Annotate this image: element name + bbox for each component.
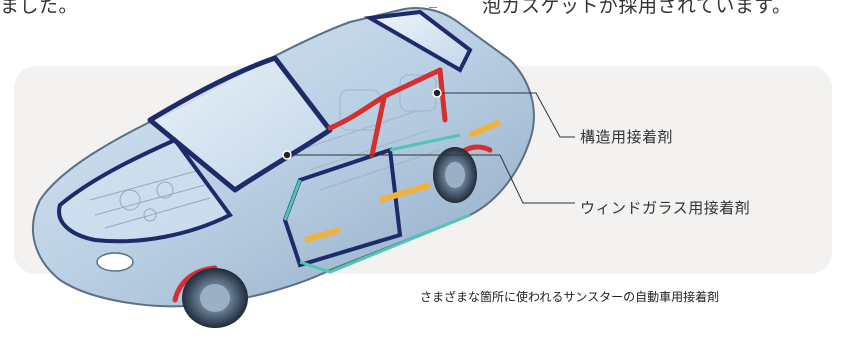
foam-gasket-lines xyxy=(283,133,471,274)
intro-text-right: 泡ガスケットが採用されています。 xyxy=(482,0,792,17)
callout-line-windshield xyxy=(287,154,575,204)
rear-wheel xyxy=(433,147,477,203)
intro-text-left: ました。 xyxy=(0,0,79,17)
front-wheel xyxy=(182,268,248,328)
callout-label-structural-adhesive: 構造用接着剤 xyxy=(580,128,674,146)
callout-label-windshield-adhesive: ウィンドガラス用接着剤 xyxy=(580,199,751,217)
hood-adhesive-line xyxy=(57,137,234,244)
figure-caption: さまざまな箇所に使われるサンスターの自動車用接着剤 xyxy=(420,290,720,304)
callout-dot-structural xyxy=(432,88,442,98)
headlight xyxy=(96,252,134,272)
structural-adhesive-lines xyxy=(172,67,493,303)
sealer-lines xyxy=(304,119,502,243)
rear-glass-adhesive-line xyxy=(363,9,473,73)
callout-line-structural xyxy=(437,92,575,138)
callout-lines xyxy=(287,92,575,204)
callout-dot-windshield xyxy=(282,150,292,160)
windshield-adhesive-line xyxy=(147,55,333,193)
divider-dash xyxy=(429,7,437,8)
